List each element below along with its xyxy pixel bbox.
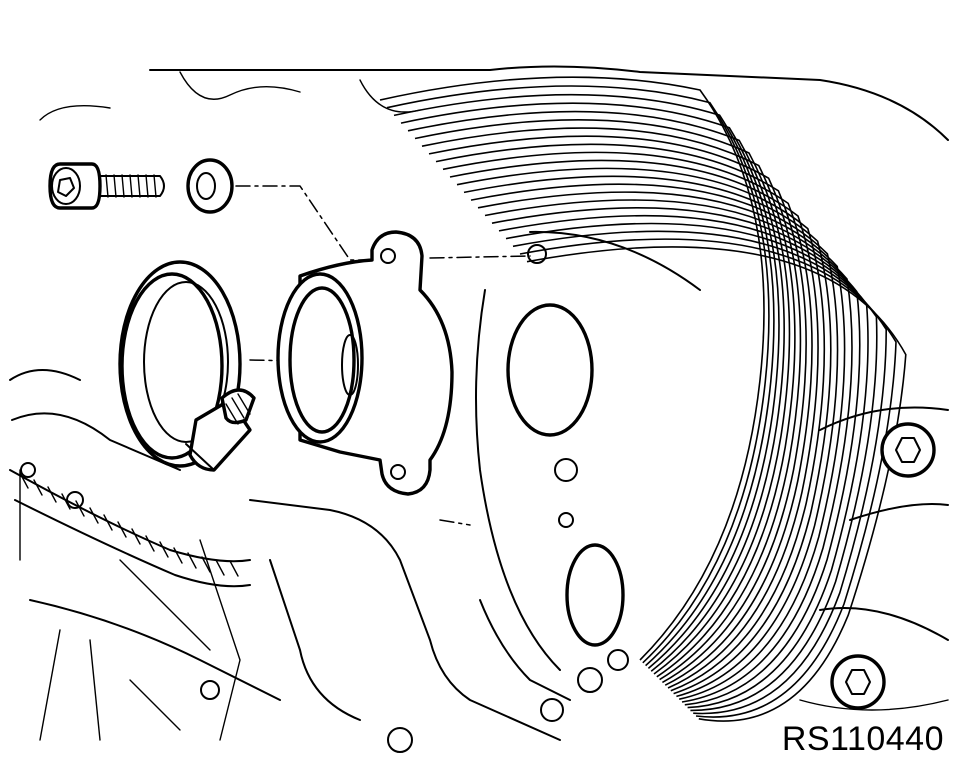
cooling-fin — [414, 119, 791, 675]
ring-gear — [9, 462, 413, 753]
washer — [186, 158, 234, 214]
hose-clamp — [118, 260, 256, 472]
cooling-fin — [505, 222, 878, 712]
cooling-fin — [470, 183, 839, 698]
cooling-fin — [386, 85, 770, 664]
cooling-fin — [442, 151, 813, 686]
cooling-fin — [519, 238, 897, 718]
cooling-fin — [428, 135, 802, 681]
engine-housing — [9, 65, 949, 741]
cooling-fin — [491, 207, 861, 706]
cooling-fin — [498, 214, 869, 709]
cooling-fin — [393, 93, 775, 667]
cooling-fin — [456, 167, 826, 692]
cooling-fin — [379, 76, 765, 661]
cooling-fin — [484, 199, 853, 703]
figure-reference-code: RS110440 — [781, 720, 944, 758]
cooling-fin — [477, 191, 846, 700]
cooling-fin — [526, 246, 907, 722]
socket-head-bolt — [48, 162, 165, 210]
cooling-fin — [421, 127, 796, 678]
cooling-fin — [407, 110, 785, 672]
cooling-fin — [512, 230, 888, 715]
cooling-fin — [435, 143, 807, 684]
cylinder-head — [379, 76, 936, 722]
cooling-fin — [463, 175, 832, 695]
intake-connector-flange — [276, 230, 454, 496]
cooling-fin — [449, 159, 819, 689]
